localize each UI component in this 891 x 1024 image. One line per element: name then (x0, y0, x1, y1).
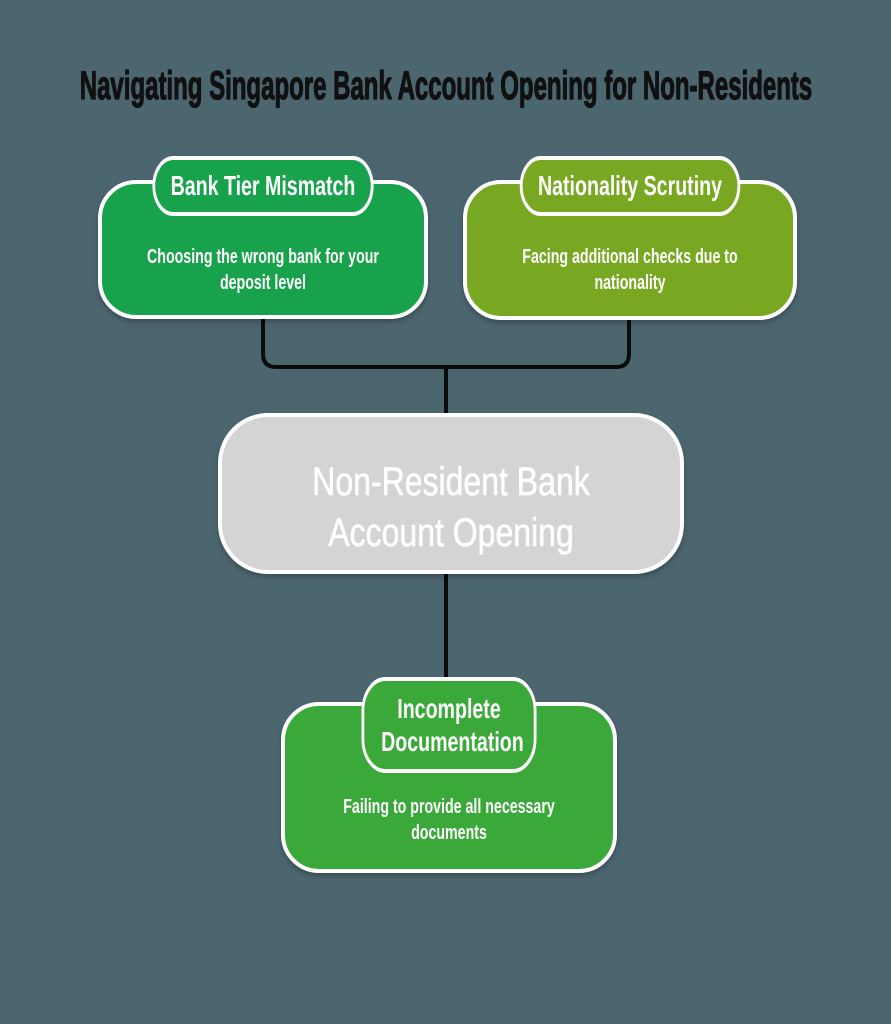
central-topic-label: Non-Resident Bank Account Opening (312, 460, 590, 556)
connector-branch-top (261, 316, 631, 369)
node-nationality-scrutiny: Nationality Scrutiny Facing additional c… (463, 156, 797, 320)
node-body-incomplete-documentation: Failing to provide all necessary documen… (343, 796, 555, 844)
node-bank-tier-mismatch: Bank Tier Mismatch Choosing the wrong ba… (98, 156, 428, 319)
node-header-bank-tier-mismatch: Bank Tier Mismatch (152, 156, 374, 216)
node-central-topic: Non-Resident Bank Account Opening (218, 413, 684, 574)
node-incomplete-documentation: Incomplete Documentation Failing to prov… (281, 677, 617, 873)
node-header-incomplete-documentation: Incomplete Documentation (361, 677, 537, 773)
node-body-bank-tier-mismatch: Choosing the wrong bank for your deposit… (147, 246, 379, 294)
node-body-nationality-scrutiny: Facing additional checks due to national… (522, 246, 738, 294)
node-header-nationality-scrutiny: Nationality Scrutiny (519, 156, 741, 216)
diagram-title: Navigating Singapore Bank Account Openin… (79, 64, 812, 108)
